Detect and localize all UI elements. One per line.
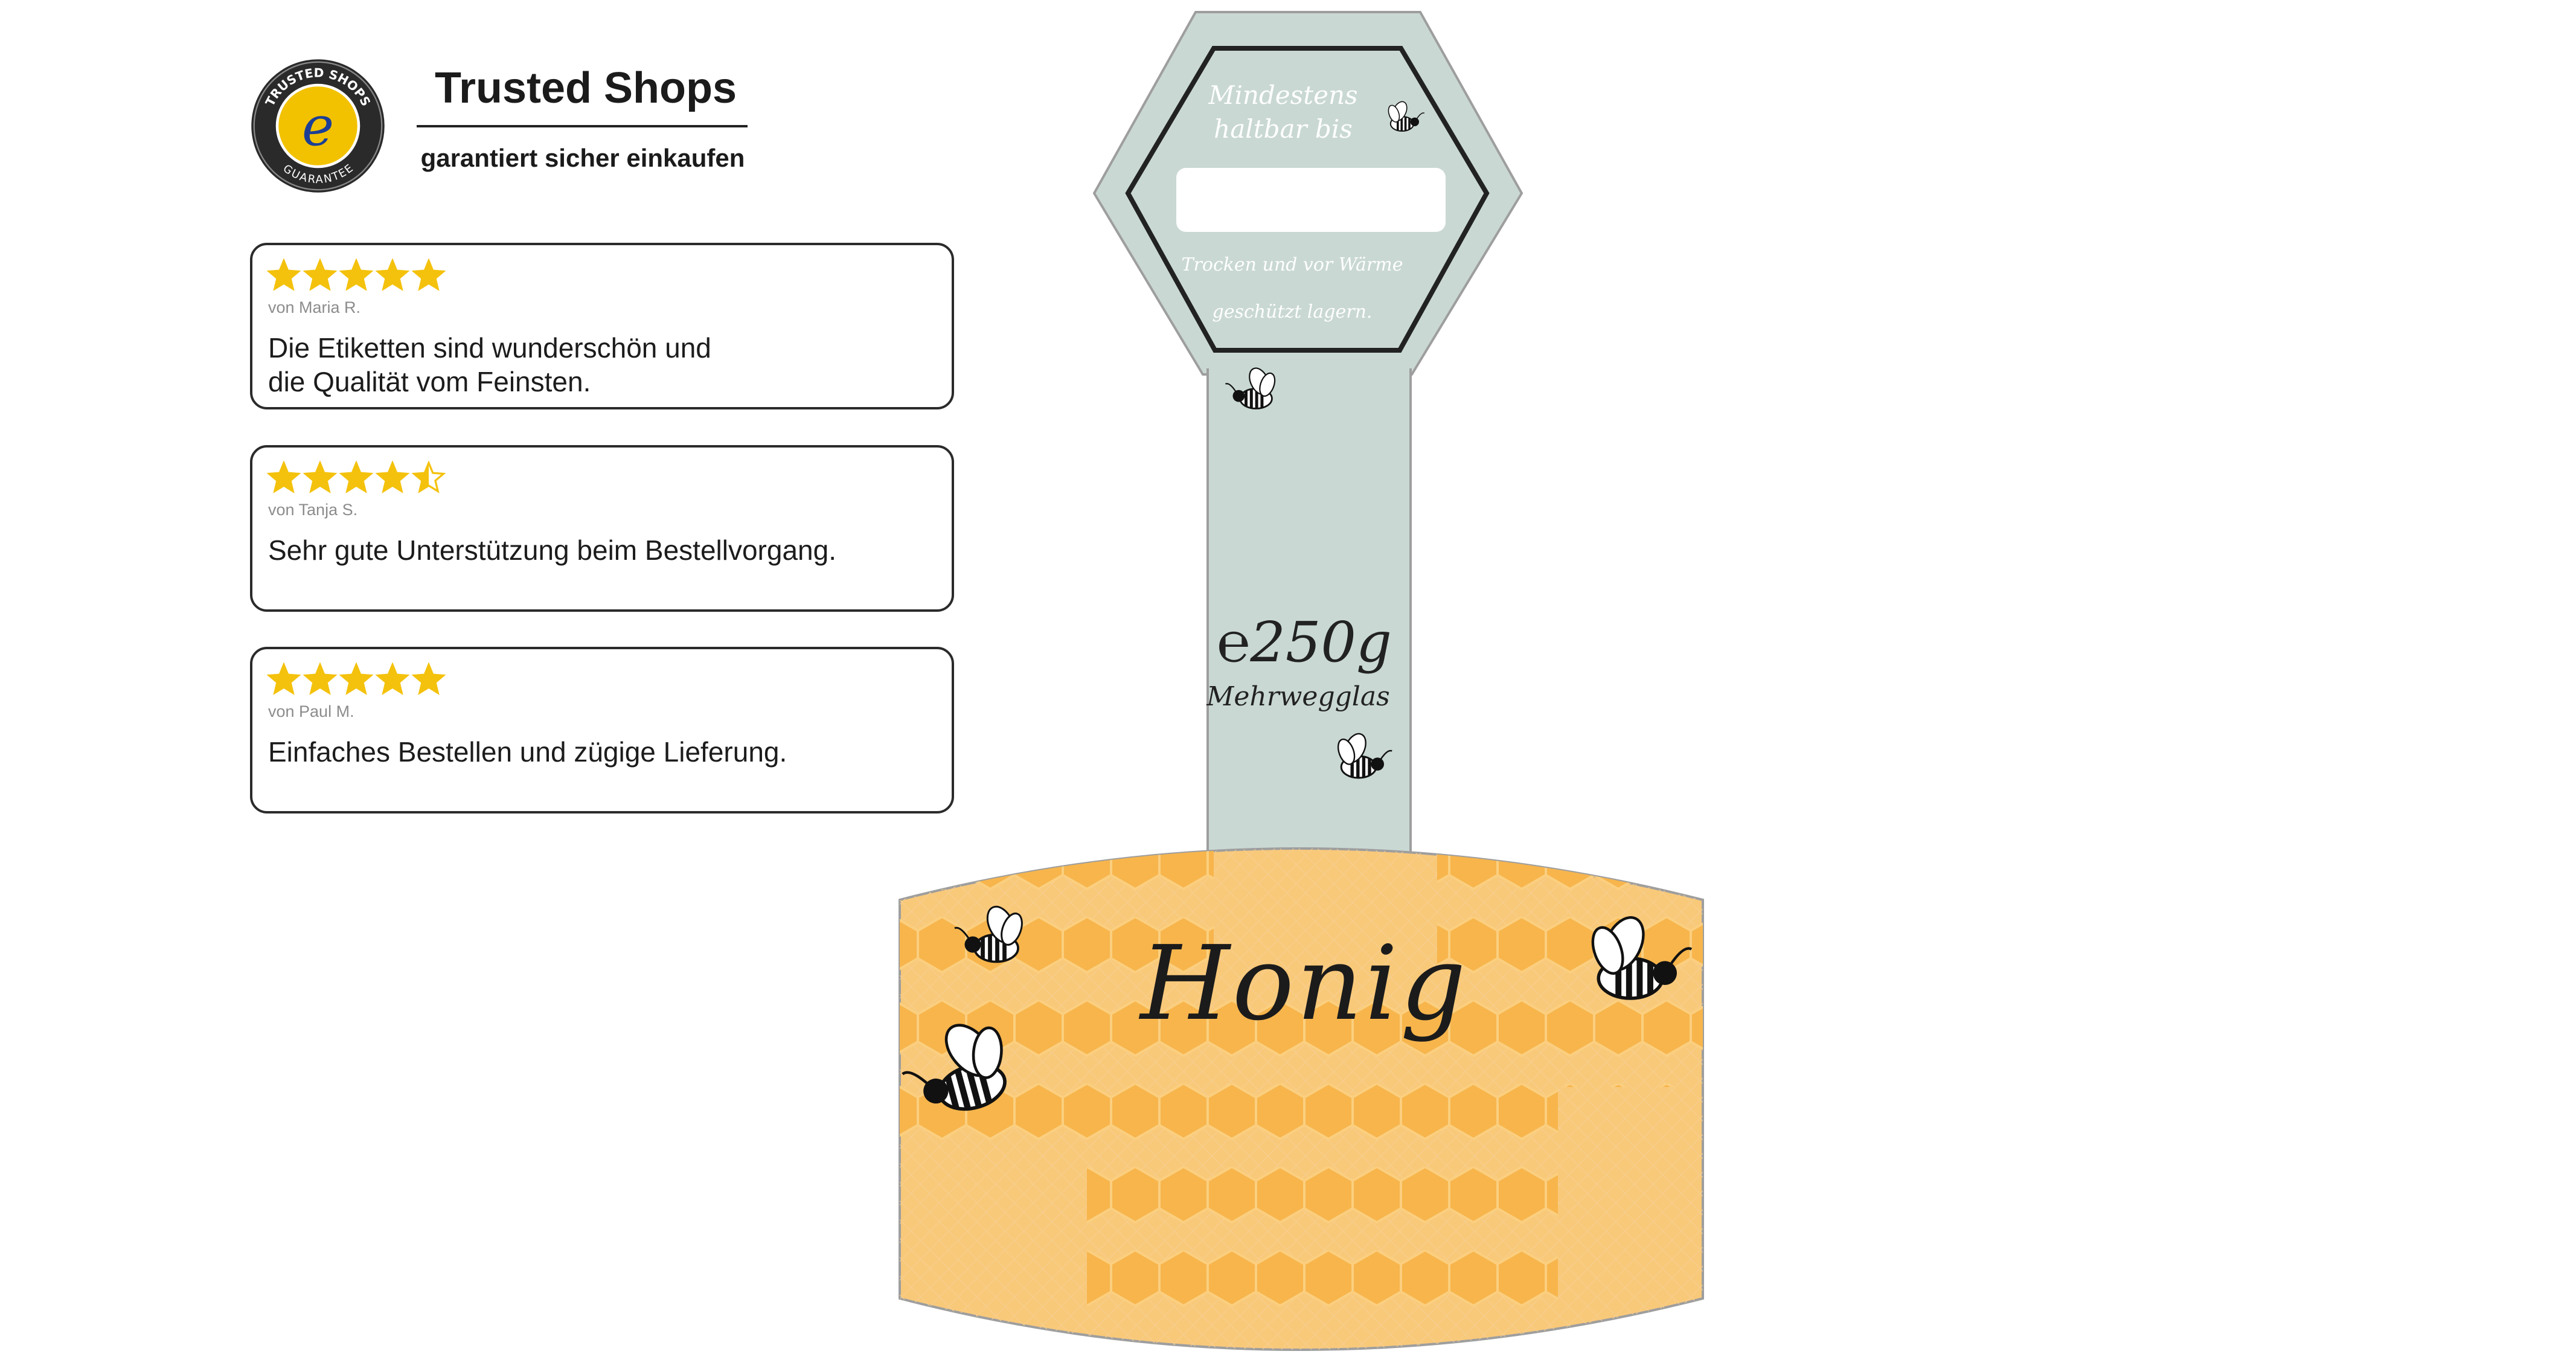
star-full-icon [339,663,373,695]
star-full-icon [376,663,409,695]
star-full-icon [339,258,373,291]
trusted-shops-subtitle: garantiert sicher einkaufen [420,144,745,172]
star-full-icon [376,258,409,291]
storage-note: Trocken und vor Wärme geschützt lagern. [1181,254,1403,322]
star-full-icon [303,663,337,695]
review-text: Sehr gute Unterstützung beim Bestellvorg… [268,534,836,566]
honeycomb-pattern [900,849,1703,1317]
star-full-icon [303,258,337,291]
best-before-field[interactable] [1176,168,1446,232]
review-author: von Maria R. [268,298,361,316]
star-half-icon [412,461,446,493]
label-neck [1206,368,1412,914]
star-rating [267,461,446,497]
review-author: von Paul M. [268,702,354,720]
svg-text:e: e [302,95,334,158]
label-hexagon-inner [1125,46,1490,353]
star-full-icon [376,461,409,493]
trusted-shops-divider [417,125,748,127]
star-full-icon [412,258,446,291]
star-full-icon [412,663,446,695]
best-before-label: Mindestens haltbar bis [1208,80,1358,144]
star-full-icon [267,461,301,493]
trusted-shops-seal-icon[interactable]: e TRUSTED SHOPS GUARANTEE [250,58,386,194]
star-full-icon [267,663,301,695]
review-text: Einfaches Bestellen und zügige Lieferung… [268,736,787,768]
container-type: Mehrwegglas [1206,681,1390,712]
star-full-icon [267,258,301,291]
product-name: Honig [1140,924,1469,1044]
trusted-shops-title: Trusted Shops [434,64,737,112]
review-card: von Tanja S. Sehr gute Unterstützung bei… [250,445,954,612]
review-card: von Maria R. Die Etiketten sind wundersc… [250,243,954,409]
review-author: von Tanja S. [268,501,358,519]
review-text: Die Etiketten sind wunderschön und die Q… [268,332,711,397]
review-card: von Paul M. Einfaches Bestellen und zügi… [250,647,954,813]
star-rating [267,663,446,699]
star-rating [267,258,446,295]
star-full-icon [339,461,373,493]
net-weight: ℮250g [1217,610,1392,675]
star-full-icon [303,461,337,493]
